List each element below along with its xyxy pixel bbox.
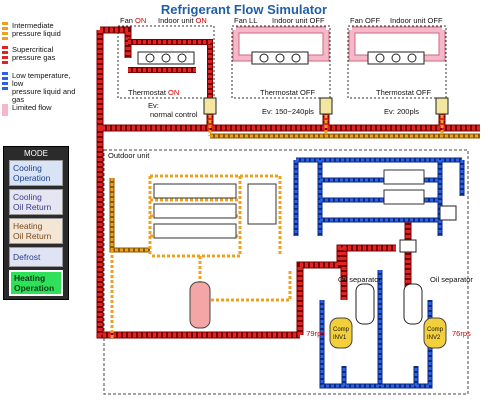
button-label: Heating <box>13 221 43 231</box>
mode-title: MODE <box>24 149 48 158</box>
outdoor-unit-frame <box>103 149 469 395</box>
button-label: Cooling <box>13 192 42 202</box>
button-label: Heating <box>14 273 46 283</box>
compressor-2-name: Comp <box>427 327 444 333</box>
button-label: Operation <box>14 283 55 293</box>
legend-label: pressure gas <box>12 53 56 62</box>
indoor-3-ev: Ev: 200pls <box>384 107 419 116</box>
legend-label: Limited flow <box>12 103 52 112</box>
legend-swatch <box>2 104 8 116</box>
defrost-button[interactable]: Defrost <box>9 247 63 267</box>
indoor-unit-2 <box>231 25 331 99</box>
compressor-1-name: Comp <box>333 327 350 333</box>
outdoor-unit-label: Outdoor unit <box>108 151 150 160</box>
page-title: Refrigerant Flow Simulator <box>160 2 328 17</box>
blue-heat-exchanger <box>383 169 425 205</box>
expansion-valve-icon <box>203 97 449 115</box>
compressor-2-inverter: INV2 <box>427 335 441 341</box>
four-way-valve-icon <box>399 205 457 253</box>
indoor-1-fan-label: Fan ON <box>120 16 146 25</box>
compressor-2-speed: 76rps <box>452 329 471 338</box>
oil-separator-1-label: Oil separator <box>338 275 381 284</box>
legend-swatch <box>2 46 8 64</box>
oil-separator-2-label: Oil separator <box>430 275 473 284</box>
legend-label: Low temperature, low <box>12 71 71 88</box>
legend-swatch <box>2 72 8 90</box>
indoor-coil-2 <box>251 51 309 65</box>
indoor-3-unit-label: Indoor unit OFF <box>390 16 443 25</box>
button-label: Oil Return <box>13 231 52 241</box>
compressor-inv2 <box>423 317 447 349</box>
indoor-1-ev-value: normal control <box>150 110 198 119</box>
button-label: Oil Return <box>13 202 52 212</box>
indoor-3-thermostat: Thermostat OFF <box>376 88 431 97</box>
button-label: Defrost <box>13 252 41 262</box>
liquid-receiver-icon <box>189 281 211 329</box>
indoor-1-ev-label: Ev: <box>148 101 159 110</box>
indoor-2-unit-label: Indoor unit OFF <box>272 16 325 25</box>
compressor-inv1 <box>329 317 353 349</box>
legend-label: pressure liquid and gas <box>12 87 76 104</box>
indoor-1-thermostat: Thermostat ON <box>128 88 179 97</box>
button-label: Operation <box>13 173 51 183</box>
legend-label: Intermediate <box>12 21 54 30</box>
indoor-2-fan-label: Fan LL <box>234 16 257 25</box>
indoor-1-unit-label: Indoor unit ON <box>158 16 207 25</box>
outdoor-heat-exchanger <box>153 183 277 239</box>
legend-swatch <box>2 22 8 40</box>
indoor-3-fan-label: Fan OFF <box>350 16 380 25</box>
indoor-coil-1 <box>137 51 195 65</box>
compressor-1-inverter: INV1 <box>333 335 347 341</box>
indoor-unit-1 <box>117 25 215 99</box>
button-label: Cooling <box>13 163 42 173</box>
legend-label: pressure liquid <box>12 29 61 38</box>
oil-separator-1 <box>355 283 375 325</box>
indoor-2-ev: Ev: 150~240pls <box>262 107 314 116</box>
legend-label: Supercritical <box>12 45 54 54</box>
indoor-unit-3 <box>347 25 447 99</box>
indoor-coil-3 <box>367 51 425 65</box>
compressor-1-speed: 79rps <box>306 329 325 338</box>
oil-separator-2 <box>403 283 423 325</box>
indoor-2-thermostat: Thermostat OFF <box>260 88 315 97</box>
